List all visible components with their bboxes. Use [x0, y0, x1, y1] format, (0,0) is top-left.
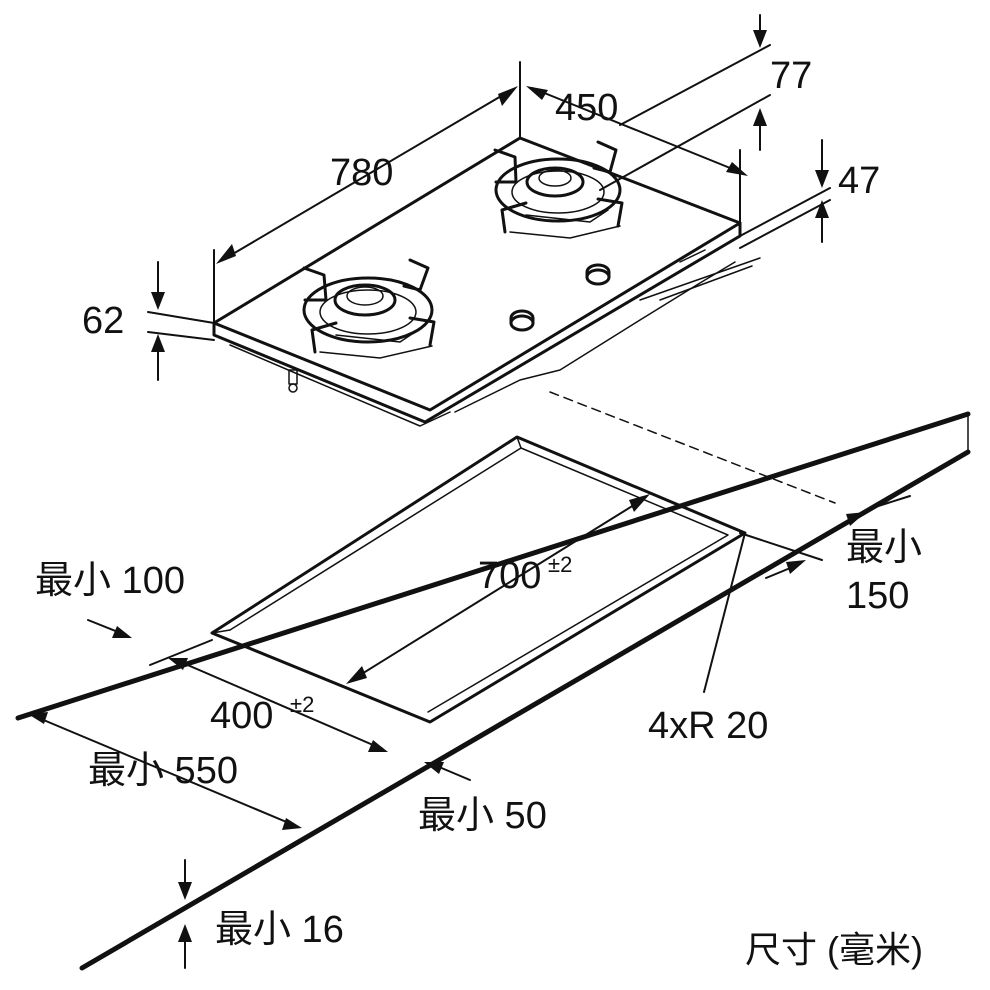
dim-780-label: 780: [330, 152, 393, 194]
dim-77-label: 77: [770, 55, 812, 97]
clearance-min100-label: 最小 100: [35, 560, 185, 602]
clearance-min16-label: 最小 16: [215, 909, 344, 951]
corner-radius-label: 4xR 20: [648, 705, 768, 747]
dim-min16-line: [178, 859, 192, 969]
dim-700-tolerance: ±2: [548, 552, 572, 577]
dim-450-line: [526, 86, 748, 224]
control-knob-left: [509, 309, 535, 332]
dim-700-line: [346, 494, 650, 684]
gas-connector: [288, 369, 298, 393]
gas-hob: [212, 136, 761, 427]
dim-400-label: 400: [210, 695, 273, 737]
worktop: [15, 411, 971, 971]
control-knob-right: [585, 263, 611, 286]
dim-62-label: 62: [82, 300, 124, 342]
clearance-min150-label-line1: 最小: [846, 527, 922, 569]
left-burner: [302, 258, 436, 359]
clearance-min50-label: 最小 50: [418, 795, 547, 837]
clearance-min550-label: 最小 550: [88, 750, 238, 792]
unit-label: 尺寸 (毫米): [745, 929, 923, 970]
dim-min550-line: [28, 712, 302, 830]
dim-62-line: [147, 261, 215, 381]
dim-400-tolerance: ±2: [290, 692, 314, 717]
dim-47-line: [739, 139, 831, 249]
right-burner: [493, 140, 624, 239]
dim-min150-line: [739, 495, 911, 579]
clearance-min150-label-line2: 150: [846, 575, 909, 617]
dim-450-label: 450: [555, 87, 618, 129]
dim-400-line: [149, 639, 388, 752]
projection-dashed-line: [549, 391, 836, 504]
dim-47-label: 47: [838, 160, 880, 202]
dim-min100-line: [87, 619, 132, 638]
dim-700-label: 700: [478, 555, 541, 597]
corner-radius-leader: [703, 532, 746, 693]
dim-77-line: [599, 14, 771, 191]
dim-min50-line: [424, 721, 471, 781]
dim-780-line: [213, 61, 521, 324]
